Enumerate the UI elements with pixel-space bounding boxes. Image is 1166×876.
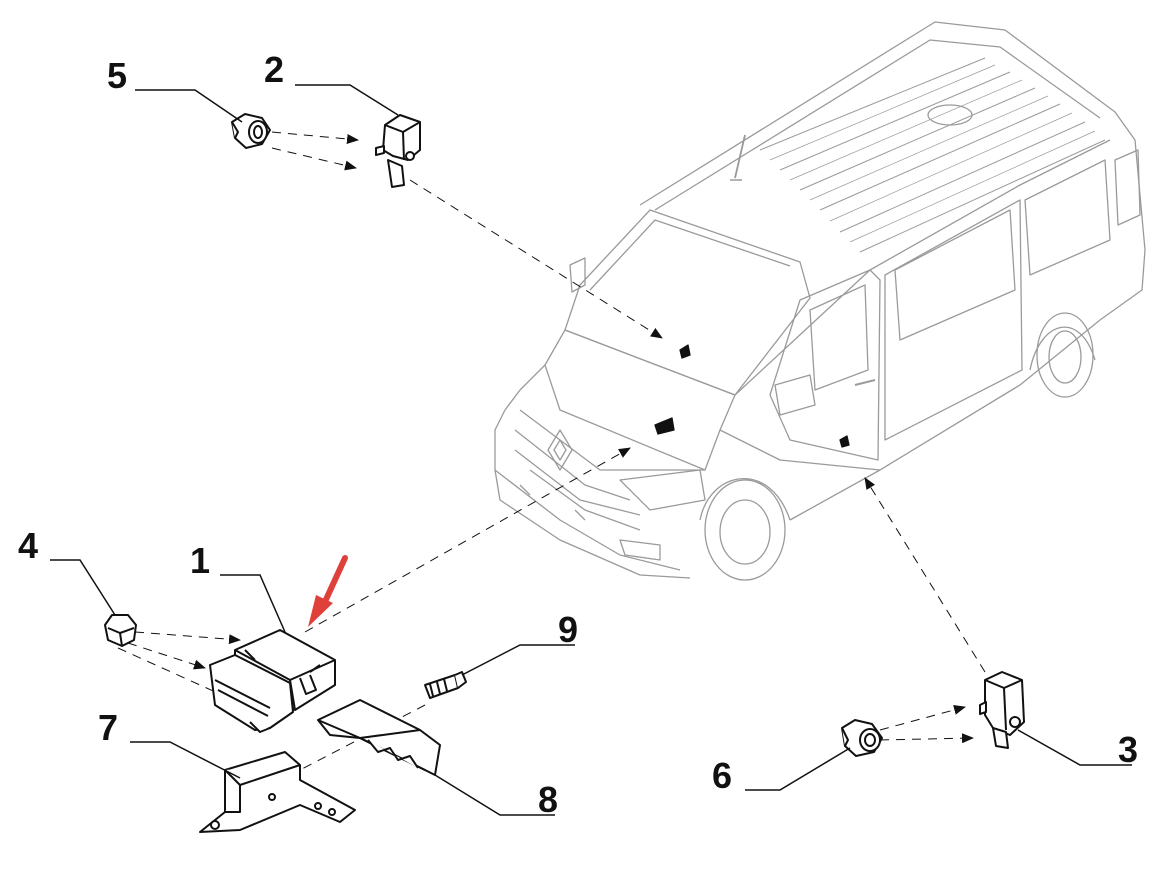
- callout-6: 6: [712, 755, 733, 796]
- highlight-arrow: [308, 555, 348, 627]
- callout-4: 4: [18, 525, 39, 566]
- part-5-clip-nut: [231, 113, 271, 149]
- callout-2: 2: [264, 49, 285, 90]
- van-illustration: [494, 21, 1146, 581]
- leader-lines: [50, 84, 1132, 816]
- part-2-front-impact-sensor: [375, 114, 421, 188]
- callout-1: 1: [190, 540, 211, 581]
- callout-3: 3: [1118, 729, 1139, 770]
- part-7-mounting-bracket: [199, 751, 356, 833]
- part-6-clip-nut: [841, 719, 883, 757]
- callout-9: 9: [558, 609, 579, 650]
- callout-7: 7: [98, 707, 119, 748]
- part-1-airbag-control-unit: [209, 629, 336, 733]
- part-9-stud: [424, 671, 467, 699]
- part-3-side-impact-sensor: [979, 671, 1025, 749]
- part-8-cover-bracket: [317, 699, 441, 776]
- part-4-nut: [104, 614, 137, 647]
- callout-8: 8: [538, 779, 559, 820]
- callout-5: 5: [107, 55, 128, 96]
